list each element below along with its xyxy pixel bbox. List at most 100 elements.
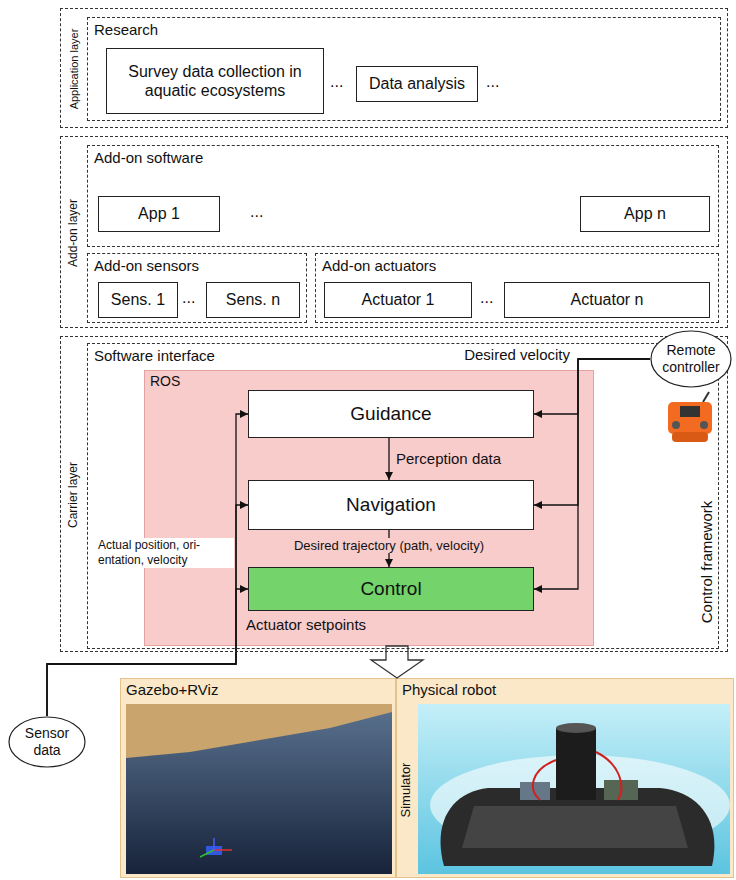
panel-fills bbox=[121, 371, 734, 878]
module-box: Navigation bbox=[248, 480, 534, 530]
box-label: Control bbox=[360, 578, 421, 601]
connector bbox=[534, 359, 650, 418]
group-box: Add-on softwareApp 1 App n bbox=[87, 145, 719, 247]
water bbox=[126, 704, 392, 874]
box-label: Navigation bbox=[346, 494, 436, 517]
group-heading: Gazebo+RViz bbox=[126, 681, 218, 699]
ellipsis-mark: ... bbox=[330, 72, 343, 91]
box-label: Sensor data bbox=[17, 725, 77, 759]
ellipsis-mark: ... bbox=[182, 288, 195, 307]
component-box: Data analysis bbox=[356, 66, 478, 102]
box-label: Sens. 1 bbox=[111, 290, 165, 309]
simulator-scene bbox=[126, 704, 392, 874]
box-label: Remote controller bbox=[656, 342, 726, 376]
axis-x bbox=[214, 849, 232, 851]
panel-fill bbox=[121, 679, 396, 878]
layer-box: Carrier layerSoftware interfaceControl f… bbox=[60, 336, 728, 652]
box-label: Sens. n bbox=[226, 290, 280, 309]
group-box: Add-on sensorsSens. 1 Sens. n bbox=[87, 253, 307, 323]
edge-label: Desired trajectory (path, velocity) bbox=[291, 538, 487, 554]
component-box: Sens. n bbox=[206, 282, 300, 318]
connector bbox=[385, 438, 393, 480]
edge-label: Perception data bbox=[396, 450, 501, 468]
box-label: Actuator 1 bbox=[362, 290, 435, 309]
vertical-label: Application layer bbox=[61, 19, 87, 119]
connector-line bbox=[47, 505, 248, 716]
ellipse-shape bbox=[9, 717, 85, 767]
robot-panel: Physical robot bbox=[396, 678, 734, 878]
arrowhead bbox=[534, 585, 542, 593]
layer-box: Add-on layerAdd-on softwareApp 1App nAdd… bbox=[60, 136, 728, 328]
layer-box: Application layerResearchSurvey data col… bbox=[60, 8, 728, 128]
group-heading: Physical robot bbox=[402, 681, 496, 699]
deck bbox=[462, 806, 688, 848]
stick bbox=[672, 421, 680, 429]
box-label: App 1 bbox=[138, 204, 180, 223]
ros-box: ROS GuidanceNavigationControl bbox=[144, 370, 594, 646]
connector bbox=[534, 359, 650, 509]
wires bbox=[533, 752, 621, 800]
ellipsis-mark: ... bbox=[250, 202, 263, 221]
antenna bbox=[703, 392, 709, 402]
group-heading: Add-on software bbox=[94, 149, 203, 167]
group-heading: Add-on sensors bbox=[94, 257, 199, 275]
annotation-label: Actual position, ori- entation, velocity bbox=[98, 538, 234, 568]
annotation-label: Actuator setpoints bbox=[246, 616, 366, 634]
control-box: Control bbox=[248, 567, 534, 611]
component-box: Survey data collection in aquatic ecosys… bbox=[106, 48, 324, 114]
callout-ellipse: Remote controller bbox=[650, 330, 732, 388]
component-box: App n bbox=[580, 196, 710, 232]
connector bbox=[534, 359, 650, 593]
arrowhead bbox=[240, 410, 248, 418]
remote-controller-icon bbox=[668, 392, 712, 442]
vertical-label: Control framework bbox=[697, 482, 717, 642]
box-label: Data analysis bbox=[369, 74, 465, 93]
box-label: Guidance bbox=[350, 403, 431, 426]
group-heading: Add-on actuators bbox=[322, 257, 436, 275]
vertical-label: Add-on layer bbox=[65, 158, 83, 308]
connector bbox=[47, 410, 248, 716]
ros-fill bbox=[145, 371, 594, 646]
connector bbox=[47, 585, 248, 716]
ellipse-shape bbox=[651, 331, 731, 387]
controller-screen bbox=[680, 406, 700, 417]
component-box: Sens. 1 bbox=[98, 282, 178, 318]
group-heading: Software interface bbox=[94, 347, 215, 365]
axis-y bbox=[200, 850, 214, 857]
robot-photo bbox=[418, 704, 730, 874]
hollow-arrow bbox=[371, 646, 423, 678]
ellipsis-mark: ... bbox=[480, 288, 493, 307]
board bbox=[520, 782, 550, 800]
connector-line bbox=[534, 359, 650, 505]
group-heading: Research bbox=[94, 21, 158, 39]
vertical-label: Simulator bbox=[398, 745, 414, 835]
group-box: ResearchSurvey data collection in aquati… bbox=[87, 17, 721, 121]
component-box: Actuator 1 bbox=[324, 282, 472, 318]
motor-stack bbox=[556, 728, 596, 800]
arrowhead bbox=[240, 501, 248, 509]
annotation-label: Desired velocity bbox=[430, 346, 570, 364]
connector-line bbox=[534, 359, 650, 414]
axis-z bbox=[213, 838, 215, 850]
group-heading: ROS bbox=[150, 373, 180, 390]
box-label: Survey data collection in aquatic ecosys… bbox=[113, 62, 317, 100]
arrowhead bbox=[385, 559, 393, 567]
block-arrow bbox=[371, 646, 423, 678]
component-box: App 1 bbox=[98, 196, 220, 232]
connector-line bbox=[47, 414, 248, 716]
pool bbox=[418, 704, 730, 874]
component-box: Actuator n bbox=[504, 282, 710, 318]
connector-line bbox=[47, 589, 248, 716]
panel-fill bbox=[397, 679, 734, 878]
shore bbox=[126, 704, 392, 758]
arrowhead bbox=[240, 585, 248, 593]
group-box: Software interfaceControl framework ROS Gu… bbox=[87, 343, 719, 649]
connector-line bbox=[534, 359, 650, 589]
controller-grip bbox=[672, 432, 708, 442]
module-box: Guidance bbox=[248, 390, 534, 438]
group-box: Add-on actuatorsActuator 1 Actuator n bbox=[315, 253, 719, 323]
